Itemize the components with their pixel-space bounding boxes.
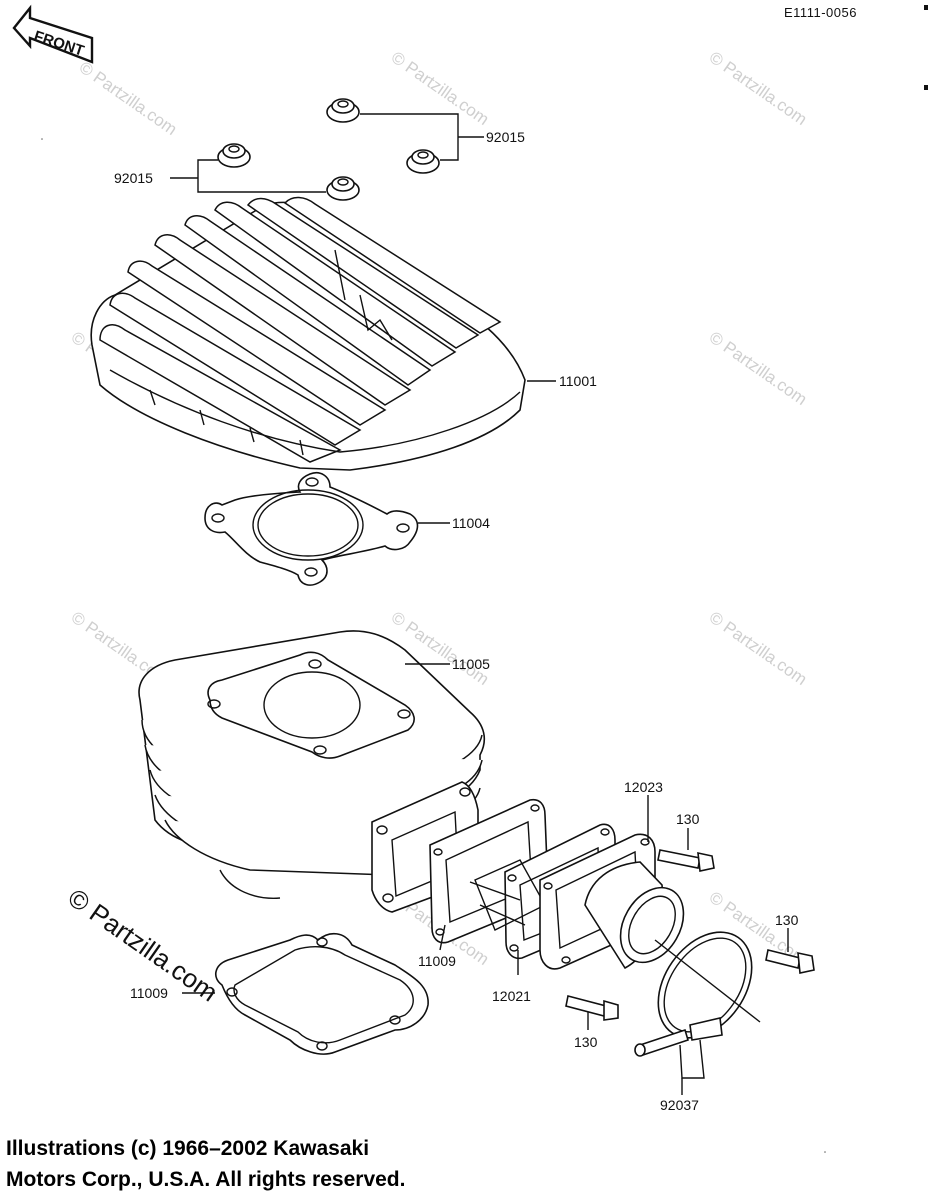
bolt-130-bottom — [565, 995, 619, 1021]
watermark: © Partzilla.com — [706, 328, 811, 409]
watermark: © Partzilla.com — [706, 608, 811, 689]
callout-92037: 92037 — [660, 1097, 699, 1113]
watermark: © Partzilla.com — [706, 48, 811, 129]
clamp-92037 — [654, 931, 761, 1041]
copyright-notice: Illustrations (c) 1966–2002 Kawasaki Mot… — [6, 1133, 405, 1195]
base-gasket-11009 — [215, 932, 429, 1055]
nut-92015 — [217, 143, 251, 168]
leader-line — [360, 113, 459, 161]
bolt-130-top — [657, 849, 715, 872]
copyright-line-2: Motors Corp., U.S.A. All rights reserved… — [6, 1168, 406, 1191]
callout-130-top: 130 — [676, 811, 700, 827]
callout-11009-reed: 11009 — [418, 953, 456, 969]
bolt-130-right — [765, 949, 815, 974]
cylinder-11005 — [138, 630, 486, 913]
callout-11001: 11001 — [559, 373, 597, 389]
callout-12023: 12023 — [624, 779, 663, 795]
nut-92015 — [406, 149, 440, 174]
leader-line — [197, 159, 326, 193]
clamp-screw — [634, 1028, 689, 1057]
corner-mark — [924, 85, 928, 90]
stray-dot — [824, 1151, 826, 1153]
diagram-code: E1111-0056 — [784, 5, 857, 20]
leader-line — [439, 924, 446, 951]
callout-130-bottom: 130 — [574, 1034, 598, 1050]
watermark: © Partzilla.com — [76, 58, 181, 139]
front-arrow-icon: FRONT — [12, 4, 94, 64]
cylinder-head-11001 — [90, 196, 526, 471]
callout-11009-base: 11009 — [130, 985, 168, 1001]
callout-12021: 12021 — [492, 988, 531, 1004]
leader-line — [679, 1039, 705, 1079]
callout-92015-left: 92015 — [114, 170, 153, 186]
holder-12023 — [539, 833, 685, 970]
stray-dot — [41, 138, 43, 140]
callout-130-right: 130 — [775, 912, 799, 928]
head-gasket-11004 — [204, 471, 419, 586]
copyright-line-1: Illustrations (c) 1966–2002 Kawasaki — [6, 1137, 370, 1160]
corner-mark — [924, 5, 928, 10]
nut-92015 — [326, 98, 360, 123]
callout-11004: 11004 — [452, 515, 490, 531]
nut-92015 — [326, 176, 360, 201]
callout-11005: 11005 — [452, 656, 490, 672]
callout-92015-right: 92015 — [486, 129, 525, 145]
watermark: © Partzilla.com — [388, 48, 493, 129]
